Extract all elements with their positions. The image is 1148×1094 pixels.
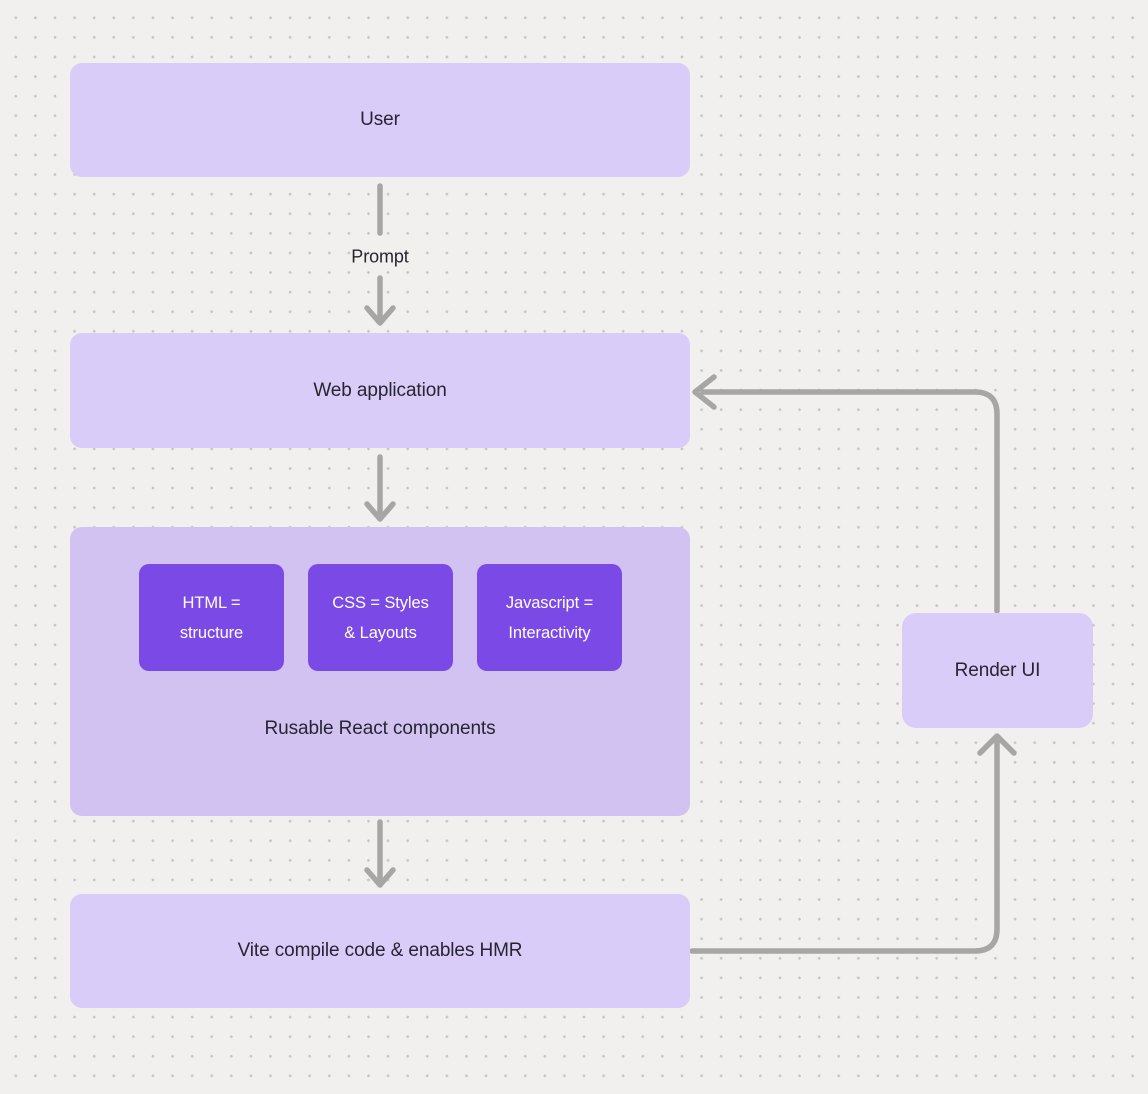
node-vite: Vite compile code & enables HMR — [70, 894, 690, 1008]
group-react-components-caption: Rusable React components — [264, 718, 496, 739]
node-javascript-line2: Interactivity — [508, 623, 591, 642]
node-vite-label: Vite compile code & enables HMR — [237, 940, 523, 961]
node-user-label: User — [360, 109, 400, 130]
node-css-line2: & Layouts — [344, 623, 417, 642]
node-render-ui: Render UI — [902, 613, 1093, 728]
arrow-vite-to-render-head — [977, 733, 1017, 756]
arrow-webapp-to-components-head — [364, 501, 396, 522]
edge-label-prompt: Prompt — [351, 246, 409, 267]
node-render-ui-label: Render UI — [954, 659, 1041, 681]
node-web-application: Web application — [70, 333, 690, 448]
node-html-line2: structure — [179, 623, 244, 642]
node-javascript-line1: Javascript = — [505, 593, 594, 612]
node-web-application-label: Web application — [313, 379, 447, 401]
arrow-components-to-vite-head — [364, 867, 396, 888]
node-css-line1: CSS = Styles — [332, 593, 429, 612]
node-javascript: Javascript = Interactivity — [477, 564, 622, 671]
arrow-render-to-webapp-line — [700, 389, 1000, 614]
arrow-render-to-webapp-head — [692, 374, 717, 410]
node-html-line1: HTML = — [182, 593, 241, 612]
node-user: User — [70, 63, 690, 177]
group-react-components: HTML = structure CSS = Styles & Layouts … — [70, 527, 690, 816]
arrow-prompt-to-webapp-head — [364, 305, 396, 326]
node-css: CSS = Styles & Layouts — [308, 564, 453, 671]
node-html: HTML = structure — [139, 564, 284, 671]
arrow-vite-to-render-line — [689, 737, 1000, 954]
